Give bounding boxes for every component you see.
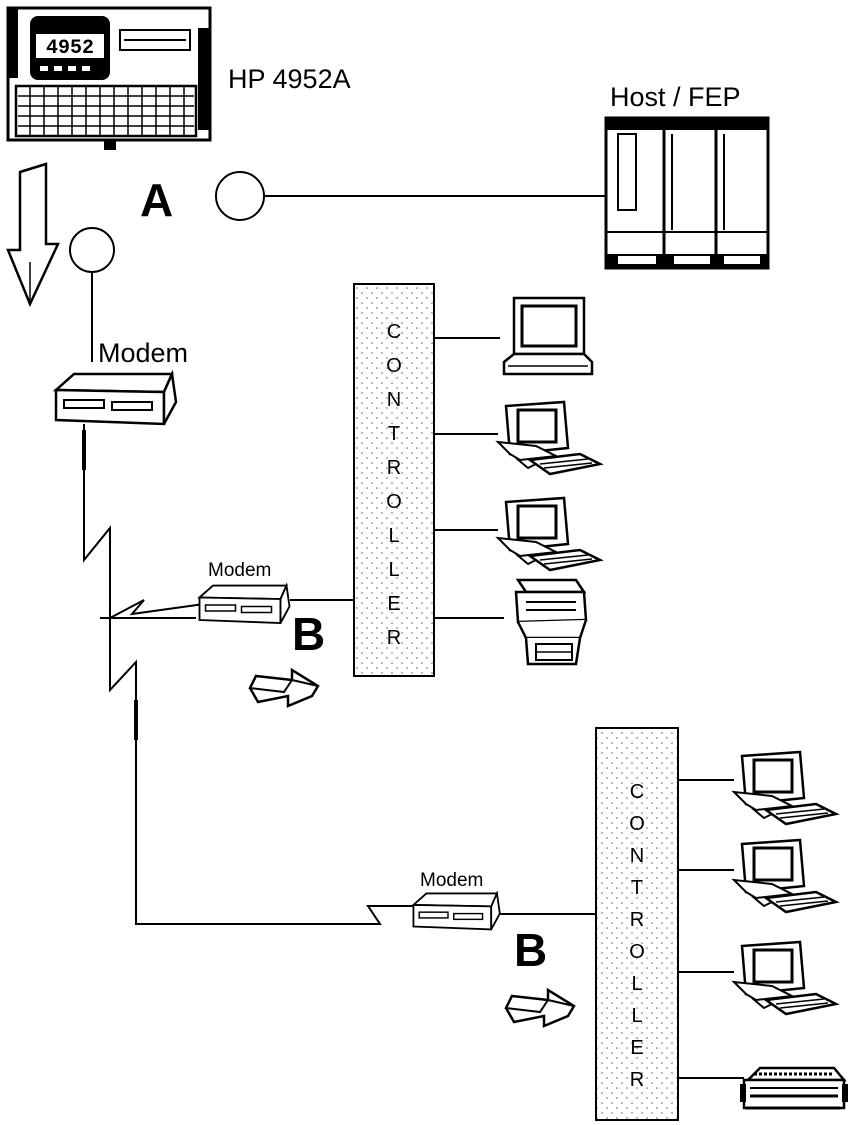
analyzer-icon: 4952 bbox=[6, 6, 212, 150]
controller-1-letter: O bbox=[386, 491, 402, 513]
probe-circle-modem bbox=[69, 227, 115, 273]
controller-2-letter: T bbox=[631, 877, 643, 899]
arrow-icon bbox=[504, 988, 576, 1028]
controller-1: C O N T R O L L E R bbox=[353, 283, 435, 677]
modem-icon bbox=[54, 372, 178, 426]
modem-1-label: Modem bbox=[98, 338, 188, 368]
controller-2-letter: E bbox=[630, 1037, 643, 1059]
controller-1-letter: T bbox=[388, 423, 400, 445]
probe-circle-a bbox=[215, 171, 265, 221]
host-label: Host / FEP bbox=[610, 82, 741, 112]
trunk-line bbox=[83, 424, 420, 925]
analyzer-display-text: 4952 bbox=[46, 37, 94, 60]
modem-2-label: Modem bbox=[208, 560, 271, 581]
controller-2-letter: C bbox=[630, 781, 644, 803]
controller-1-letter: R bbox=[387, 627, 401, 649]
modem-3-label: Modem bbox=[420, 870, 483, 891]
modem-icon bbox=[198, 584, 291, 624]
terminal-icon bbox=[732, 750, 838, 826]
controller-2-letter: O bbox=[629, 941, 645, 963]
controller-1-letter: L bbox=[388, 525, 399, 547]
controller-2-letter: R bbox=[630, 1069, 644, 1091]
arrow-icon bbox=[6, 162, 60, 308]
point-b1-label: B bbox=[292, 608, 325, 660]
controller-1-letter: O bbox=[386, 355, 402, 377]
terminal-icon bbox=[732, 838, 838, 914]
controller-1-letter: L bbox=[388, 559, 399, 581]
controller-2-letter: R bbox=[630, 909, 644, 931]
controller-2-letter: L bbox=[631, 1005, 642, 1027]
modem-icon bbox=[412, 892, 501, 931]
laptop-icon bbox=[502, 296, 594, 376]
printer-icon bbox=[514, 578, 588, 666]
controller-2-letter: L bbox=[631, 973, 642, 995]
controller-2-letter: O bbox=[629, 813, 645, 835]
controller-2-letter: N bbox=[630, 845, 644, 867]
terminal-icon bbox=[496, 496, 602, 572]
host-fep-icon bbox=[604, 116, 770, 270]
terminal-icon bbox=[496, 400, 602, 476]
controller-1-letter: C bbox=[387, 321, 401, 343]
arrow-icon bbox=[248, 668, 320, 708]
controller-1-letter: E bbox=[387, 593, 400, 615]
printer-icon bbox=[738, 1066, 850, 1110]
analyzer-label: HP 4952A bbox=[228, 64, 351, 94]
controller-1-letter: R bbox=[387, 457, 401, 479]
point-a-label: A bbox=[140, 174, 173, 226]
controller-2: C O N T R O L L E R bbox=[595, 727, 679, 1121]
controller-1-letter: N bbox=[387, 389, 401, 411]
point-b2-label: B bbox=[514, 924, 547, 976]
terminal-icon bbox=[732, 940, 838, 1016]
